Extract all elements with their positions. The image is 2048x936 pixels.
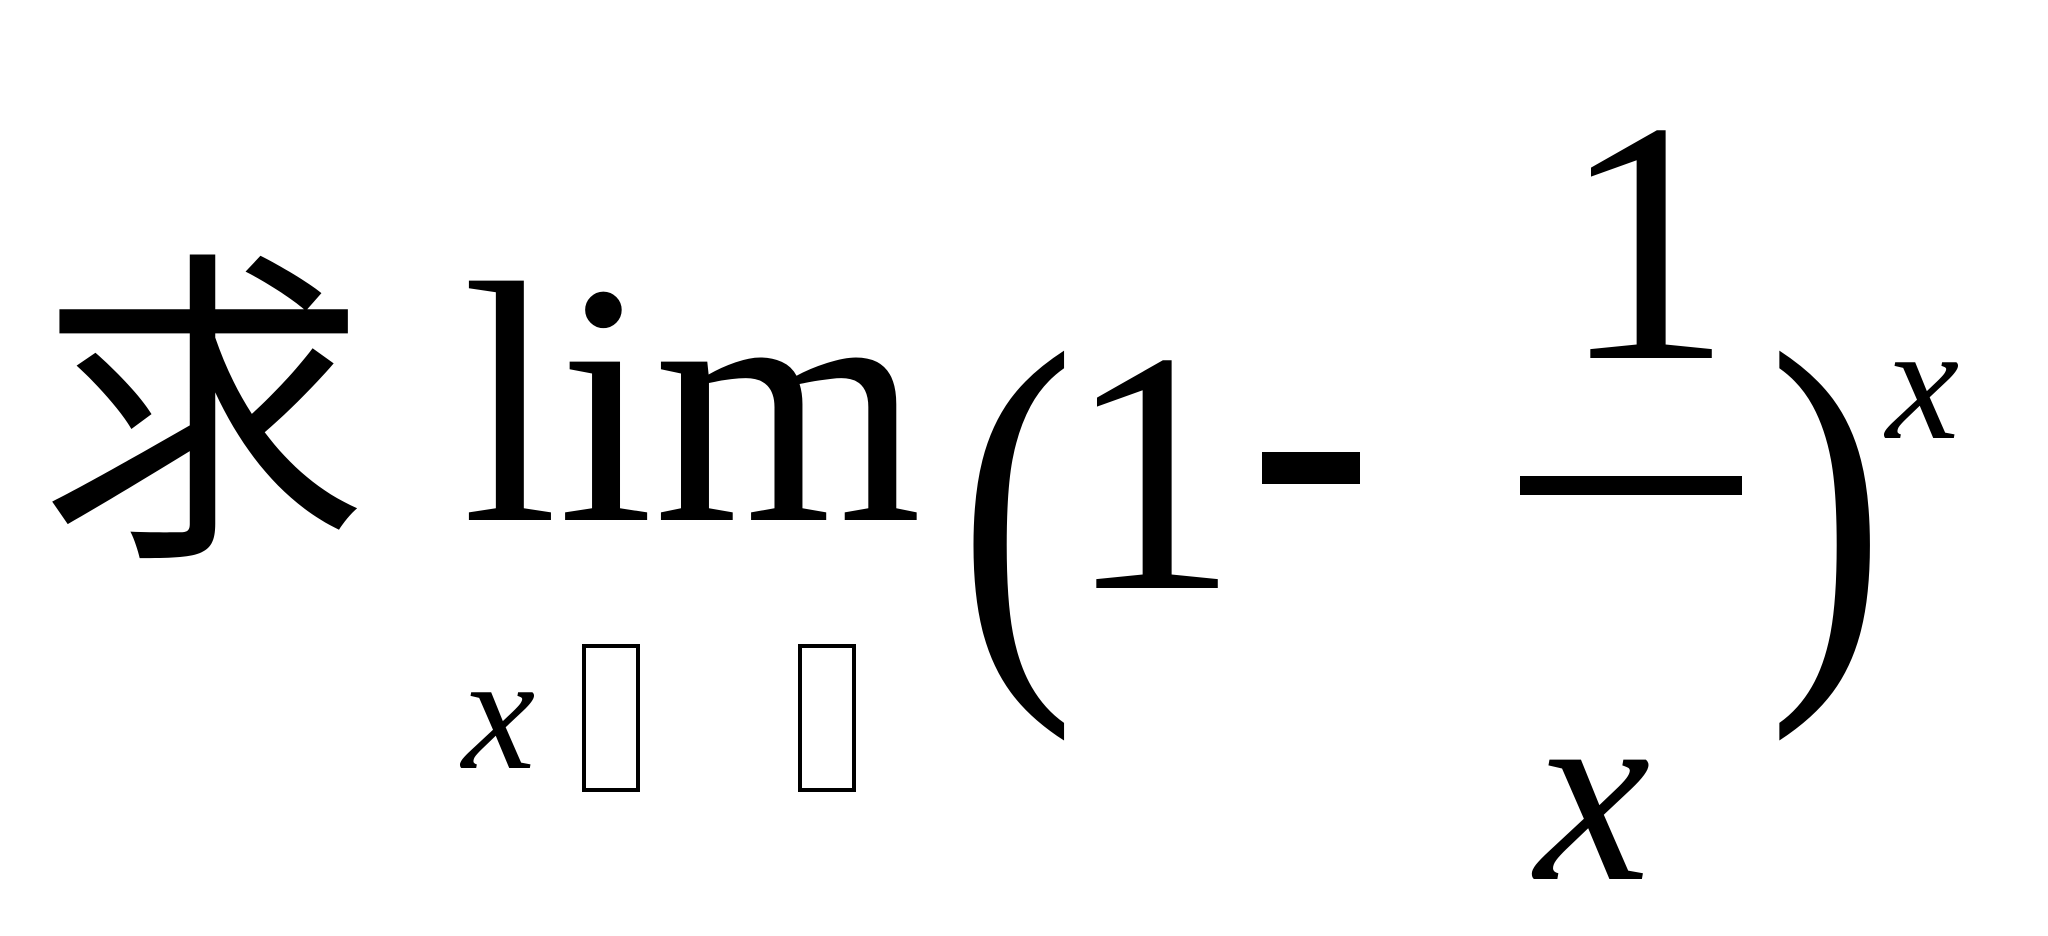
fraction-denominator: x (1535, 648, 1651, 936)
prefix-character: 求 (38, 225, 368, 609)
left-parenthesis: ( (958, 267, 1076, 743)
missing-glyph-box (798, 644, 856, 792)
exponent-variable: x (1886, 291, 1960, 474)
fraction-bar (1520, 476, 1742, 495)
missing-glyph-box (582, 644, 640, 792)
right-parenthesis: ) (1768, 267, 1886, 743)
constant-one: 1 (1066, 281, 1239, 663)
minus-sign (1262, 452, 1360, 484)
limit-operator: lim (462, 213, 923, 595)
fraction-numerator: 1 (1560, 51, 1733, 433)
subscript-variable: x (462, 621, 536, 804)
limit-subscript: x (462, 630, 882, 798)
